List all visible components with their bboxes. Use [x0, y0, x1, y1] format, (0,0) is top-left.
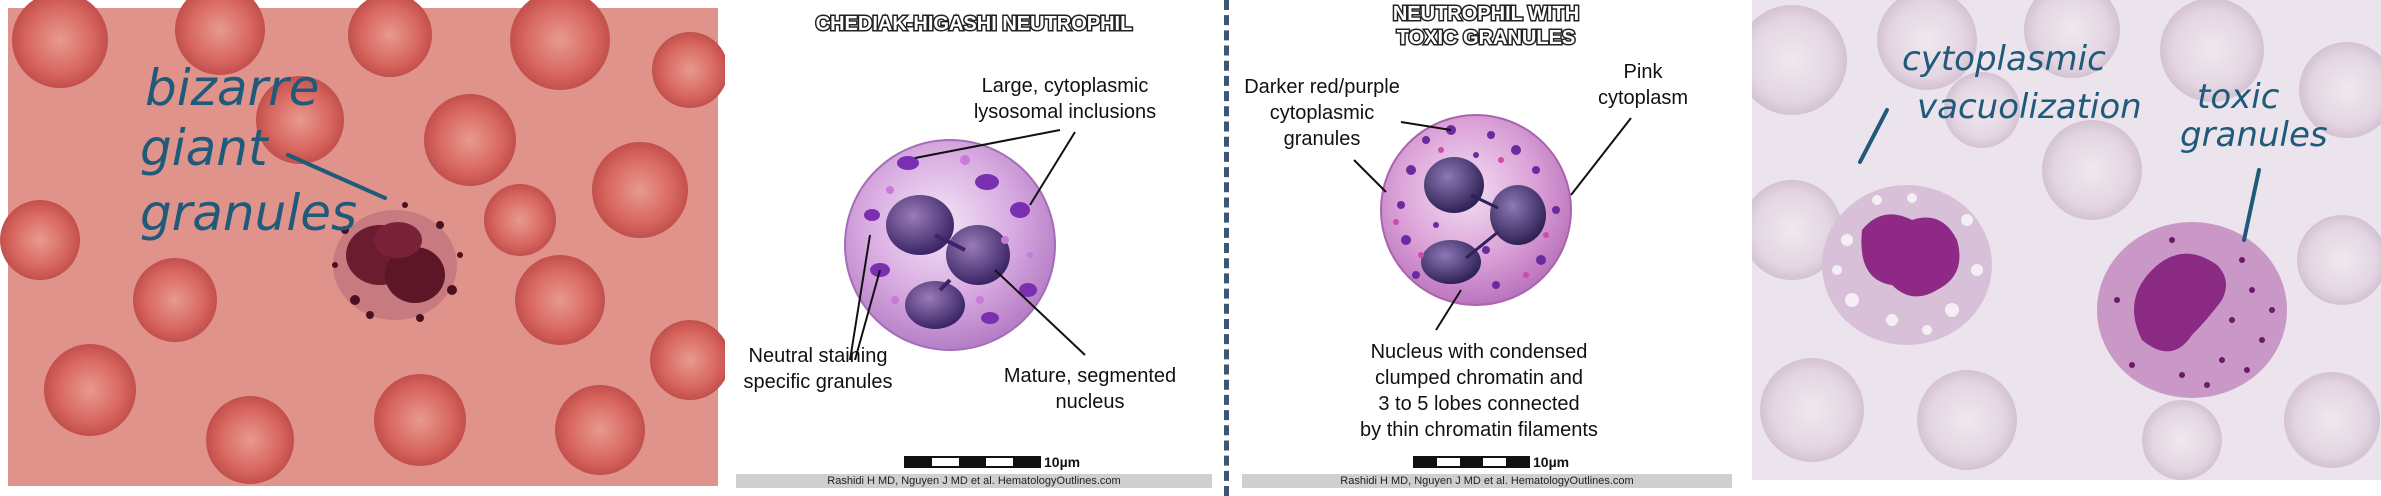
svg-text:cytoplasmic: cytoplasmic — [1270, 102, 1374, 124]
label-mature-segmented-nucleus: Mature, segmented nucleus — [1004, 365, 1176, 413]
svg-text:vacuolization: vacuolization — [1917, 87, 2142, 127]
neutrophil-with-toxic-granules — [2097, 222, 2287, 398]
svg-text:10µm: 10µm — [1533, 454, 1569, 470]
micrograph-panel-toxic-granules: cytoplasmic vacuolization toxic granules — [1752, 0, 2381, 496]
svg-text:Darker red/purple: Darker red/purple — [1244, 76, 1400, 98]
svg-text:Large, cytoplasmic: Large, cytoplasmic — [982, 75, 1149, 97]
svg-text:granules: granules — [1284, 128, 1361, 150]
illustration-panel-chediak-higashi: CHEDIAK-HIGASHI NEUTROPHIL — [730, 0, 1218, 496]
neutrophil-with-vacuolization — [1822, 185, 1992, 345]
svg-text:specific granules: specific granules — [744, 371, 893, 393]
svg-text:TOXIC GRANULES: TOXIC GRANULES — [1397, 27, 1576, 49]
micrograph-toxic-granules: cytoplasmic vacuolization toxic granules — [1752, 0, 2381, 496]
svg-text:Pink: Pink — [1624, 61, 1664, 83]
scale-bar: 10µm — [1414, 454, 1569, 470]
svg-text:3 to 5 lobes connected: 3 to 5 lobes connected — [1378, 393, 1579, 415]
panel-divider — [1224, 0, 1229, 496]
chediak-higashi-cell — [845, 140, 1055, 350]
svg-text:cytoplasm: cytoplasm — [1598, 87, 1688, 109]
label-nucleus-condensed-chromatin: Nucleus with condensed clumped chromatin… — [1360, 341, 1598, 441]
scale-bar: 10µm — [905, 454, 1080, 470]
svg-text:NEUTROPHIL WITH: NEUTROPHIL WITH — [1393, 3, 1579, 25]
nucleus-lobe — [1490, 185, 1546, 245]
svg-text:Nucleus with condensed: Nucleus with condensed — [1371, 341, 1588, 363]
svg-text:nucleus: nucleus — [1056, 391, 1125, 413]
toxic-granule-cell — [1381, 115, 1571, 305]
svg-text:cytoplasmic: cytoplasmic — [1902, 39, 2106, 79]
credit-line: Rashidi H MD, Nguyen J MD et al. Hematol… — [1242, 474, 1732, 488]
credit-line: Rashidi H MD, Nguyen J MD et al. Hematol… — [736, 474, 1212, 488]
svg-text:Mature, segmented: Mature, segmented — [1004, 365, 1176, 387]
nucleus-lobe — [1424, 157, 1484, 213]
svg-text:granules: granules — [140, 184, 357, 242]
svg-text:bizarre: bizarre — [145, 59, 319, 117]
label-darker-cytoplasmic-granules: Darker red/purple cytoplasmic granules — [1244, 76, 1400, 150]
label-pink-cytoplasm: Pink cytoplasm — [1598, 61, 1688, 109]
svg-text:by thin chromatin filaments: by thin chromatin filaments — [1360, 419, 1598, 441]
svg-text:Neutral staining: Neutral staining — [749, 345, 888, 367]
nucleus-lobe — [905, 281, 965, 329]
svg-text:giant: giant — [140, 119, 270, 177]
title-chediak-higashi: CHEDIAK-HIGASHI NEUTROPHIL — [816, 13, 1133, 35]
nucleus-lobe — [886, 195, 954, 255]
chediak-higashi-diagram: CHEDIAK-HIGASHI NEUTROPHIL — [730, 0, 1218, 496]
micrograph-panel-chediak-higashi: bizarre giant granules — [0, 0, 725, 496]
svg-text:clumped chromatin and: clumped chromatin and — [1375, 367, 1583, 389]
illustration-panel-toxic-granules: NEUTROPHIL WITH TOXIC GRANULES — [1236, 0, 1736, 496]
toxic-granules-diagram: NEUTROPHIL WITH TOXIC GRANULES — [1236, 0, 1736, 496]
svg-text:toxic: toxic — [2197, 77, 2280, 117]
label-large-cytoplasmic-inclusions: Large, cytoplasmic lysosomal inclusions — [974, 75, 1156, 123]
svg-text:10µm: 10µm — [1044, 454, 1080, 470]
nucleus-lobe — [1421, 240, 1481, 284]
svg-text:lysosomal inclusions: lysosomal inclusions — [974, 101, 1156, 123]
title-toxic-granules: NEUTROPHIL WITH TOXIC GRANULES — [1393, 3, 1579, 49]
micrograph-chediak-higashi: bizarre giant granules — [0, 0, 725, 496]
svg-text:granules: granules — [2180, 115, 2328, 155]
label-neutral-staining-granules: Neutral staining specific granules — [744, 345, 893, 393]
